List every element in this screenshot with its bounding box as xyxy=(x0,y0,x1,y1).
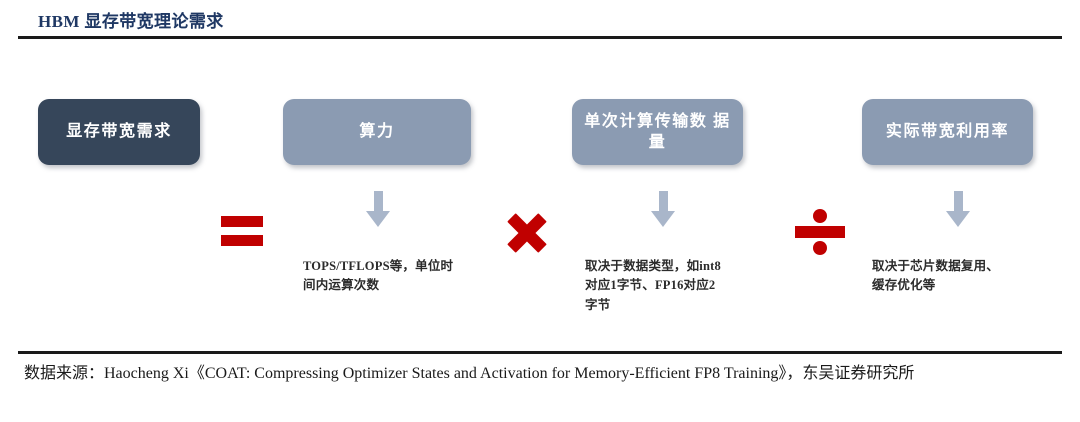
arrow-shaft xyxy=(659,191,668,214)
formula-box-compute-power[interactable]: 算力 xyxy=(283,99,471,165)
page-title: HBM 显存带宽理论需求 xyxy=(38,12,224,31)
arrow-down-icon-bandwidth-utilization xyxy=(946,191,970,227)
arrow-down-icon-data-volume xyxy=(651,191,675,227)
formula-row: 显存带宽需求 算力 单次计算传输数 据量 实际带宽利用率 xyxy=(0,99,1080,255)
caption-data-volume: 取决于数据类型，如int8 对应1字节、FP16对应2 字节 xyxy=(585,259,721,312)
source-note: 数据来源：Haocheng Xi《COAT: Compressing Optim… xyxy=(24,365,915,382)
arrow-head xyxy=(651,211,675,227)
equals-sign-icon xyxy=(221,216,263,246)
divide-dot-top xyxy=(813,209,827,223)
arrow-down-icon-compute-power xyxy=(366,191,390,227)
equals-bar-bottom xyxy=(221,235,263,246)
footer-divider xyxy=(18,351,1062,354)
divide-sign-icon xyxy=(795,209,845,255)
arrow-shaft xyxy=(954,191,963,214)
formula-box-demand[interactable]: 显存带宽需求 xyxy=(38,99,200,165)
arrow-head xyxy=(366,211,390,227)
arrow-head xyxy=(946,211,970,227)
formula-box-data-volume[interactable]: 单次计算传输数 据量 xyxy=(572,99,743,165)
caption-bandwidth-utilization: 取决于芯片数据复用、 缓存优化等 xyxy=(872,259,1000,293)
title-divider xyxy=(18,36,1062,39)
caption-compute-power: TOPS/TFLOPS等，单位时 间内运算次数 xyxy=(303,259,454,293)
divide-dot-bottom xyxy=(813,241,827,255)
divide-bar xyxy=(795,226,845,238)
multiply-sign-icon xyxy=(503,209,551,257)
equals-bar-top xyxy=(221,216,263,227)
formula-box-bandwidth-utilization[interactable]: 实际带宽利用率 xyxy=(862,99,1033,165)
arrow-shaft xyxy=(374,191,383,214)
